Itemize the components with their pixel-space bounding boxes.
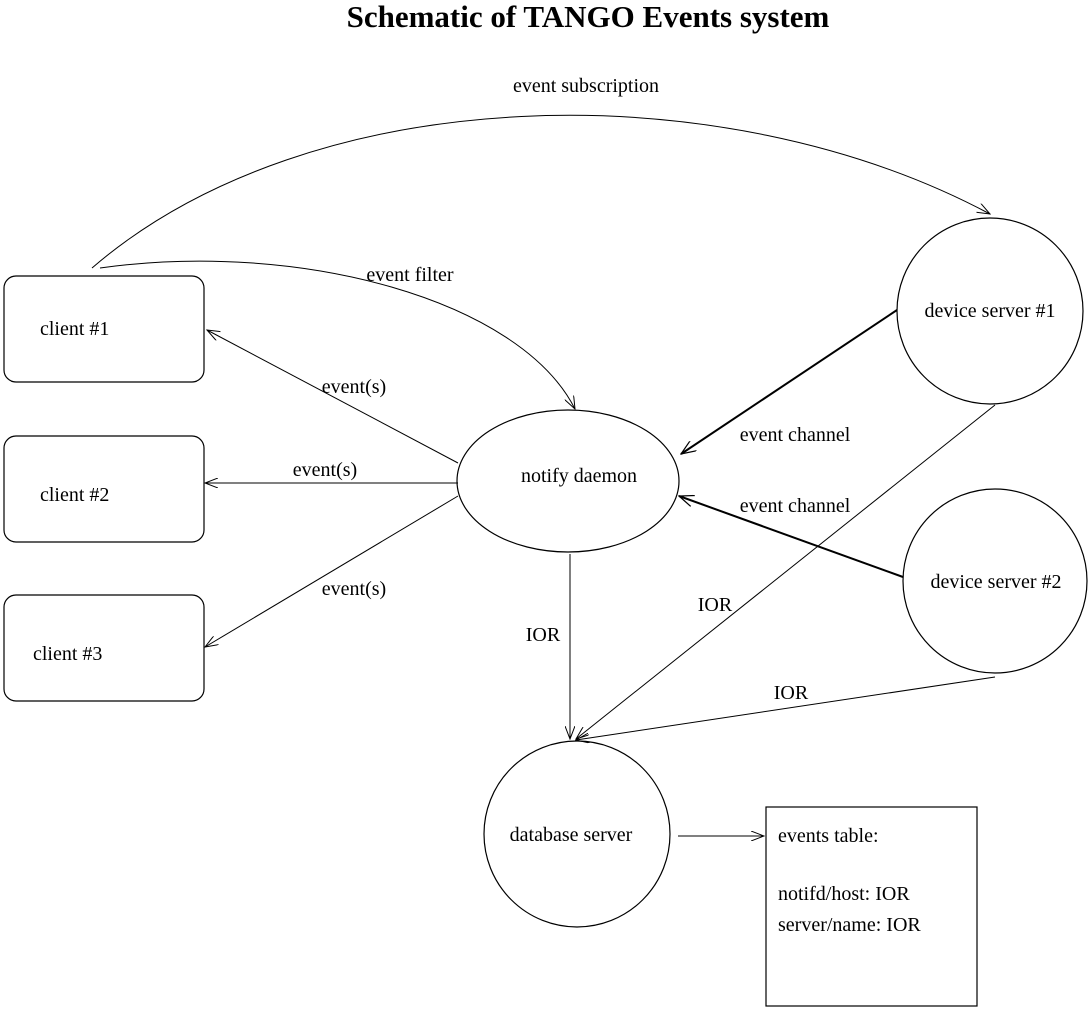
ior-ds1-to-db-arrow xyxy=(576,404,996,739)
events-table: events table: notifd/host: IOR server/na… xyxy=(765,806,978,1007)
client-1-node: client #1 xyxy=(3,275,205,383)
events-table-heading: events table: xyxy=(778,825,879,847)
database-server-label: database server xyxy=(510,824,633,846)
events-table-row-1: notifd/host: IOR xyxy=(778,883,910,905)
device-server-2-node: device server #2 xyxy=(902,488,1088,674)
events-table-row-2: server/name: IOR xyxy=(778,914,921,936)
client-2-label: client #2 xyxy=(40,484,109,506)
ior-ds2-label: IOR xyxy=(774,682,809,704)
diagram-title: Schematic of TANGO Events system xyxy=(347,0,830,34)
events-2-label: event(s) xyxy=(293,459,357,481)
client-3-label: client #3 xyxy=(33,643,102,665)
event-channel-2-arrow xyxy=(679,496,904,578)
events-3-label: event(s) xyxy=(322,578,386,600)
notify-daemon-label: notify daemon xyxy=(521,465,637,487)
device-server-1-label: device server #1 xyxy=(924,300,1055,322)
notify-daemon-node: notify daemon xyxy=(456,409,680,553)
client-3-node: client #3 xyxy=(3,594,205,702)
event-subscription-arrow xyxy=(91,114,990,269)
events-to-client-3-arrow xyxy=(205,495,459,647)
event-channel-1-arrow xyxy=(681,309,898,454)
client-1-label: client #1 xyxy=(40,318,109,340)
client-2-node: client #2 xyxy=(3,435,205,543)
events-to-client-1-arrow xyxy=(207,330,459,464)
ior-ds2-to-db-arrow xyxy=(576,676,996,740)
event-subscription-label: event subscription xyxy=(513,75,659,97)
database-server-node: database server xyxy=(483,740,671,928)
ior-notify-label: IOR xyxy=(526,624,561,646)
events-1-label: event(s) xyxy=(322,376,386,398)
event-filter-label: event filter xyxy=(366,264,454,286)
ior-ds1-label: IOR xyxy=(698,594,733,616)
device-server-2-label: device server #2 xyxy=(930,571,1061,593)
event-channel-2-label: event channel xyxy=(740,495,851,517)
event-filter-arrow xyxy=(99,260,575,409)
device-server-1-node: device server #1 xyxy=(896,217,1084,405)
event-channel-1-label: event channel xyxy=(740,424,851,446)
